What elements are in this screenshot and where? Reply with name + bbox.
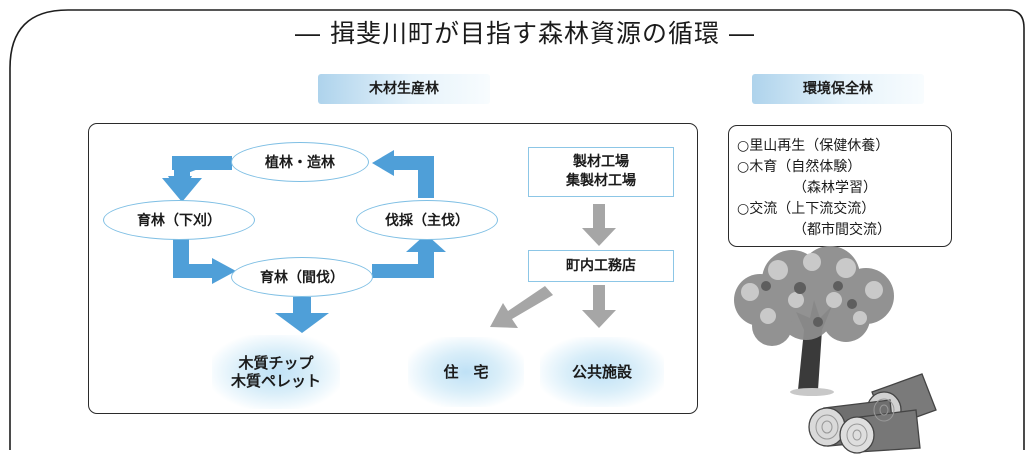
conservation-item-3-sub: （都市間交流） [793, 222, 891, 238]
node-thinning: 育林（間伐） [231, 257, 373, 297]
conservation-item-2-sub: （森林学習） [793, 180, 877, 196]
arrow-builder-to-public-shaft [593, 285, 605, 313]
conservation-item-3: ○交流（上下流交流） [737, 201, 876, 217]
sawmill-box: 製材工場 集製材工場 [528, 147, 674, 197]
arrow-thinning-to-harvest-head [406, 234, 446, 252]
arrow-thinning-to-chips-shaft [293, 297, 311, 315]
conservation-item-1: ○里山再生（保健休養） [737, 138, 890, 154]
node-harvest: 伐採（主伐） [356, 200, 498, 240]
arrow-thinning-to-chips-head [275, 313, 329, 333]
arrow-builder-to-housing [490, 286, 553, 328]
arrow-mill-to-builder-shaft [593, 204, 605, 230]
chip-line-2: 木質ペレット [230, 372, 321, 390]
arrow-builder-to-public-head [582, 310, 616, 328]
output-public-facilities: 公共施設 [540, 337, 664, 407]
arrow-mill-to-builder-head [582, 228, 616, 246]
chip-line-1: 木質チップ [238, 354, 314, 372]
conservation-list-panel: ○里山再生（保健休養） ○木育（自然体験） （森林学習） ○交流（上下流交流） … [728, 125, 952, 247]
arrow-planting-to-weeding-head [162, 178, 202, 202]
node-weeding: 育林（下刈） [103, 200, 255, 240]
arrow-thinning-to-harvest-shaft [372, 264, 424, 278]
output-wood-chips: 木質チップ 木質ペレット [212, 335, 340, 409]
header-conservation-forest: 環境保全林 [752, 74, 924, 104]
node-planting: 植林・造林 [231, 142, 369, 182]
local-builder-box: 町内工務店 [528, 250, 674, 282]
sawmill-line-1: 製材工場 [573, 154, 629, 170]
page-title: ― 揖斐川町が目指す森林資源の循環 ― [295, 19, 755, 48]
arrow-weeding-to-thinning-head [212, 258, 236, 284]
conservation-item-2: ○木育（自然体験） [737, 159, 862, 175]
output-housing: 住 宅 [408, 337, 524, 407]
outer-frame [9, 9, 1025, 450]
header-production-forest: 木材生産林 [318, 74, 490, 104]
sawmill-line-2: 集製材工場 [566, 173, 636, 189]
arrow-harvest-to-planting-head [372, 150, 394, 176]
